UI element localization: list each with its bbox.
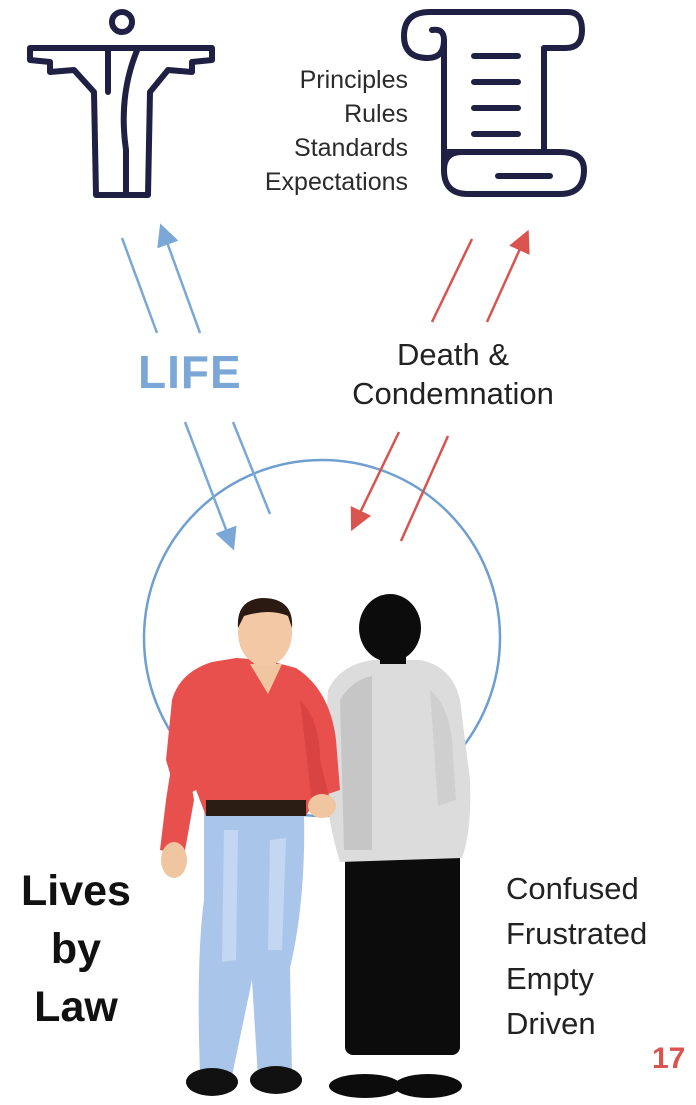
death-arrow-down-lower (356, 432, 399, 521)
scroll-icon (404, 12, 584, 194)
life-label: LIFE (138, 345, 242, 399)
death-label-line: Condemnation (330, 374, 576, 413)
death-line-upper (432, 239, 472, 322)
law-item: Standards (220, 131, 408, 165)
life-line-upper (122, 238, 157, 333)
law-item: Expectations (220, 165, 408, 199)
lives-by-law-line: by (8, 920, 144, 978)
life-line-lower (233, 422, 270, 514)
page-number: 17 (652, 1042, 685, 1076)
life-arrow-up-upper (164, 234, 200, 333)
law-item: Rules (220, 97, 408, 131)
law-item: Principles (220, 63, 408, 97)
state-item: Empty (506, 956, 647, 1001)
lives-by-law-label: Lives by Law (8, 862, 144, 1036)
man-white-shirt-illustration (325, 594, 471, 1098)
death-arrow-up-upper (487, 240, 524, 322)
lives-by-law-line: Lives (8, 862, 144, 920)
emotional-state-list: Confused Frustrated Empty Driven (506, 866, 647, 1046)
man-red-shirt-illustration (160, 598, 340, 1096)
death-condemnation-label: Death & Condemnation (330, 335, 576, 413)
state-item: Frustrated (506, 911, 647, 956)
christ-statue-icon (30, 12, 212, 195)
state-item: Confused (506, 866, 647, 911)
death-label-line: Death & (330, 335, 576, 374)
law-list: Principles Rules Standards Expectations (220, 63, 408, 199)
life-arrow-down-lower (185, 422, 230, 540)
death-line-lower (401, 436, 448, 541)
state-item: Driven (506, 1001, 647, 1046)
lives-by-law-line: Law (8, 978, 144, 1036)
